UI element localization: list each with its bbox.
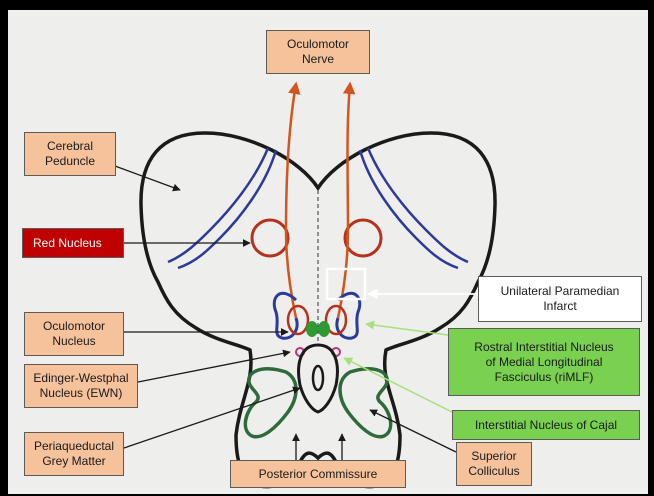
- cerebral-aqueduct: [313, 366, 323, 390]
- label-superior-colliculus: Superior Colliculus: [456, 442, 532, 486]
- green-nucleus-right: [318, 321, 330, 337]
- label-edinger-westphal: Edinger-Westphal Nucleus (EWN): [24, 364, 138, 408]
- pointer-periaqueductal: [124, 388, 300, 448]
- label-oculomotor-nucleus: Oculomotor Nucleus: [24, 312, 124, 356]
- label-oculomotor-nerve: Oculomotor Nerve: [266, 30, 370, 74]
- pointer-interstitial-cajal: [344, 358, 452, 412]
- superior-colliculus-left: [245, 369, 296, 437]
- green-nucleus-left: [306, 321, 318, 337]
- label-interstitial-cajal: Interstitial Nucleus of Cajal: [452, 410, 640, 440]
- peduncle-band-right: [368, 148, 468, 262]
- label-posterior-commissure: Posterior Commissure: [230, 460, 406, 488]
- periaqueductal-grey: [299, 345, 338, 412]
- label-unilateral-infarct: Unilateral Paramedian Infarct: [478, 276, 642, 322]
- label-rimlf: Rostral Interstitial Nucleus of Medial L…: [448, 328, 640, 396]
- superior-colliculus-right: [340, 369, 391, 437]
- label-periaqueductal: Periaqueductal Grey Matter: [24, 432, 124, 476]
- oculomotor-nerve-left: [286, 84, 296, 318]
- label-cerebral-peduncle: Cerebral Peduncle: [24, 132, 116, 176]
- label-red-nucleus: Red Nucleus: [22, 228, 124, 258]
- red-nucleus-right: [345, 220, 381, 256]
- peduncle-band-left-inner: [178, 150, 276, 268]
- oculomotor-nerve-right: [338, 84, 350, 318]
- pointer-superior-colliculus: [370, 410, 456, 452]
- red-nucleus-left: [252, 220, 288, 256]
